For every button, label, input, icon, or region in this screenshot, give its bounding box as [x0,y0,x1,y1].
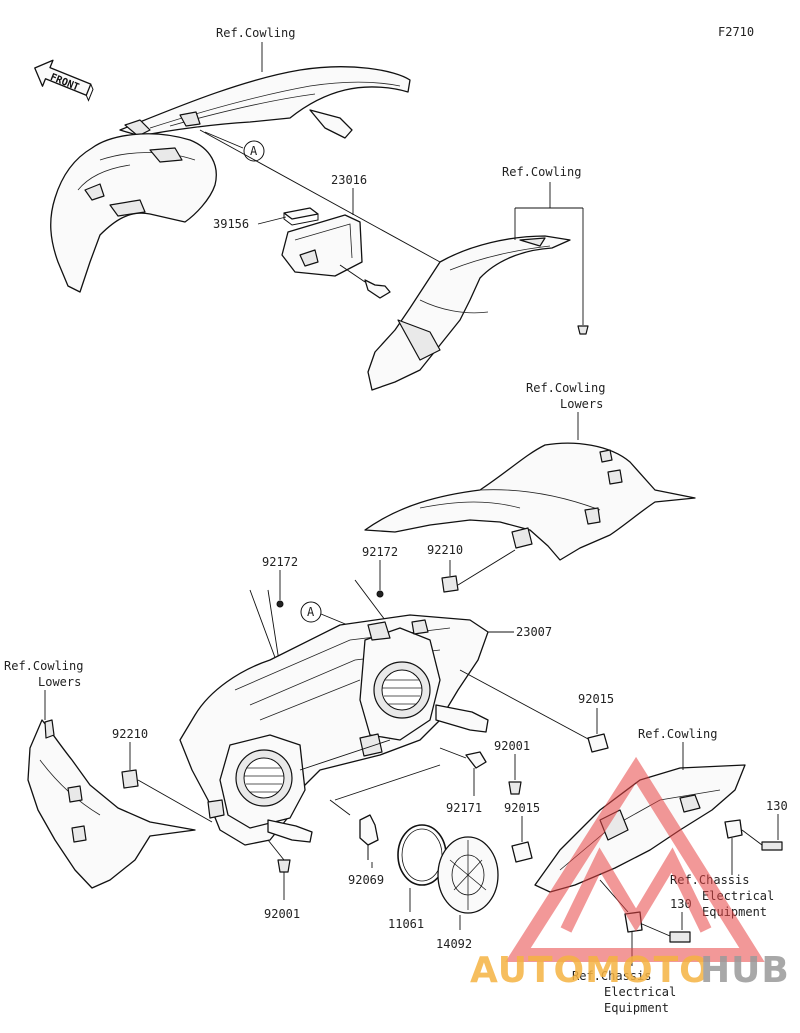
connector-92171 [465,751,487,769]
svg-text:A: A [307,605,315,619]
callout-a-top: A [204,131,265,162]
upper-cowling-top [119,66,411,139]
label-92172-right: 92172 [362,545,398,559]
label-92001-left: 92001 [264,907,300,921]
label-ref-chassis-bottom-2: Electrical [604,985,676,999]
callout-a-label: A [250,144,258,158]
front-arrow-icon [34,59,92,96]
label-92210-left: 92210 [112,727,148,741]
screw-92172-left [276,600,284,608]
grommet-92015-bottom [511,841,533,863]
grommet-92015-top [587,733,609,753]
watermark-logo [505,756,765,962]
screw-92001-right [508,781,522,795]
label-ref-chassis-bottom-1: Ref.Chassis [572,969,651,983]
label-92015-bottom: 92015 [504,801,540,815]
label-ref-cowling-bottom: Ref.Cowling [638,727,717,741]
screw-92172-right [376,590,384,598]
label-92210-right: 92210 [427,543,463,557]
bulb-92069 [359,814,379,860]
clip-92210-right [441,575,459,593]
watermark-text: AUTOMOTO HUB [470,950,790,991]
bracket-right [724,819,743,839]
label-ref-cowling-lowers-left-1: Ref.Cowling [4,659,83,673]
label-130-right: 130 [766,799,788,813]
front-cowl-left [50,133,217,293]
label-ref-cowling-lowers-right-1: Ref.Cowling [526,381,605,395]
label-ref-cowling-top: Ref.Cowling [216,26,295,40]
figure-code: F2710 [718,25,754,39]
watermark-triangle-icon [505,756,765,962]
label-92015-top: 92015 [578,692,614,706]
part-39156-pad [283,207,319,226]
watermark-hub-text: HUB [700,950,790,991]
label-92171: 92171 [446,801,482,815]
lower-cowling-left [27,719,196,889]
watermark-m-icon [560,847,712,933]
label-ref-cowling-lowers-left-2: Lowers [38,675,81,689]
label-14092: 14092 [436,937,472,951]
label-92069: 92069 [348,873,384,887]
label-ref-chassis-bottom-3: Equipment [604,1001,669,1015]
headlight-assembly-23007 [179,614,489,846]
part-23016-bracket [281,214,391,299]
label-11061: 11061 [388,917,424,931]
callout-a-middle: A [300,601,356,629]
watermark-auto-text: AUTOMOTO [470,950,711,991]
label-92172-left: 92172 [262,555,298,569]
label-92001-right: 92001 [494,739,530,753]
lower-cowling-right [364,442,696,561]
bolt-130-right [761,841,783,851]
front-arrow: FRONT [34,59,94,102]
label-ref-cowling-right: Ref.Cowling [502,165,581,179]
bolt-130-bottom [669,931,691,943]
screw-icon [577,325,589,335]
clip-92210-left [121,769,139,789]
label-23016: 23016 [331,173,367,187]
screw-92001-left [277,859,291,873]
inner-cowl-right [367,235,571,391]
label-ref-cowling-lowers-right-2: Lowers [560,397,603,411]
cap-14092 [437,836,499,914]
label-23007: 23007 [516,625,552,639]
label-39156: 39156 [213,217,249,231]
